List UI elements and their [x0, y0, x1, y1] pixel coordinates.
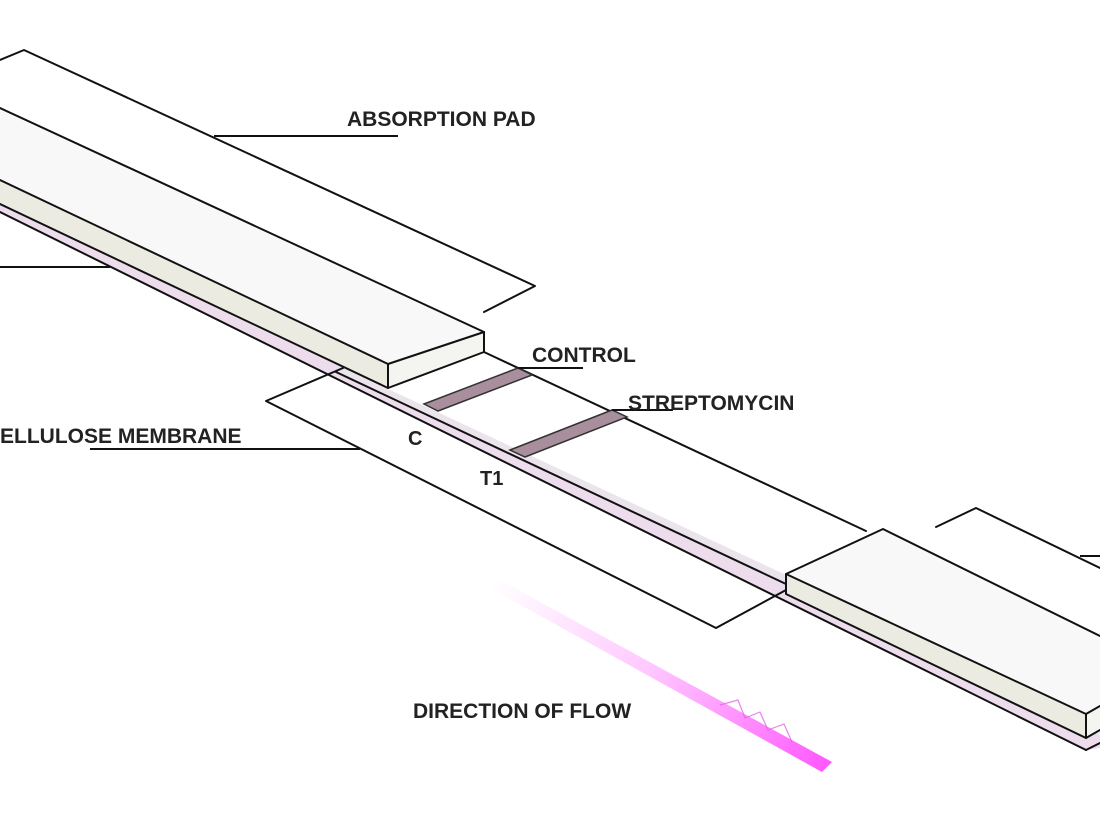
absorption-pad: [0, 107, 485, 389]
flow-arrow: [490, 580, 832, 772]
control-label: CONTROL: [532, 344, 636, 367]
absorption-pad-label: ABSORPTION PAD: [347, 108, 536, 131]
absorption-pad-bracket: [0, 49, 536, 313]
absorption-pad-top: [0, 108, 484, 364]
streptomycin-label: STREPTOMYCIN: [628, 392, 794, 415]
flow-arrow-chevrons: [719, 699, 793, 743]
flow-direction-label: DIRECTION OF FLOW: [413, 700, 631, 723]
test-line-marker: T1: [480, 468, 503, 490]
sample-pad: [785, 528, 1100, 739]
sample-pad-end: [1086, 706, 1100, 738]
sample-pad-bracket: [935, 507, 1100, 569]
sample-pad-top: [786, 529, 1100, 714]
test-line-t1: [508, 409, 629, 458]
absorption-pad-end: [388, 332, 484, 388]
control-line: [422, 367, 534, 412]
sample-pad-side: [786, 574, 1086, 738]
membrane-bracket: [265, 367, 787, 629]
absorption-pad-side: [0, 180, 388, 388]
membrane-label: ELLULOSE MEMBRANE: [0, 425, 242, 448]
control-line-marker: C: [408, 428, 422, 450]
flow-arrow-shaft: [490, 580, 832, 772]
